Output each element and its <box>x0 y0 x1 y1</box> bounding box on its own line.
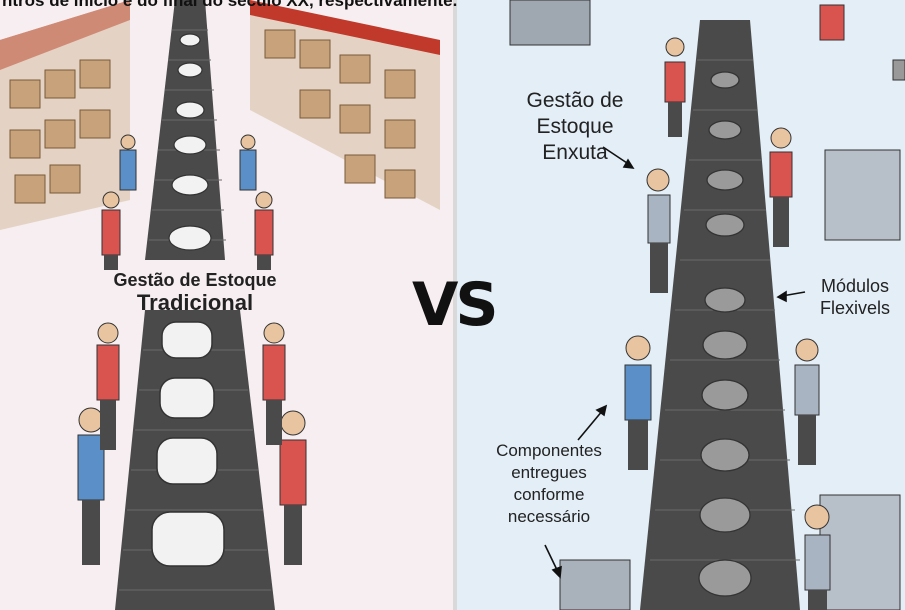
flexible-modules-label: Módulos Flexivels <box>819 276 890 318</box>
left-conveyor-upper <box>145 0 226 260</box>
lean-inventory-label: Gestão de Estoque Enxuta <box>526 89 624 164</box>
left-shelves <box>0 0 440 230</box>
right-conveyor <box>640 20 800 610</box>
left-workers <box>77 134 307 565</box>
traditional-label-line2: Tradicional <box>136 290 254 315</box>
right-equipment <box>509 0 905 610</box>
panel-divider <box>453 0 457 610</box>
right-workers <box>624 4 845 610</box>
caption-text: ntros de início e do final do século XX,… <box>2 0 458 10</box>
left-conveyor-lower <box>115 310 275 610</box>
components-label: Componentes entregues conforme necessári… <box>496 441 602 526</box>
vs-label: VS <box>412 270 499 340</box>
traditional-label-line1: Gestão de Estoque <box>113 270 277 290</box>
annotation-arrows <box>544 146 806 579</box>
